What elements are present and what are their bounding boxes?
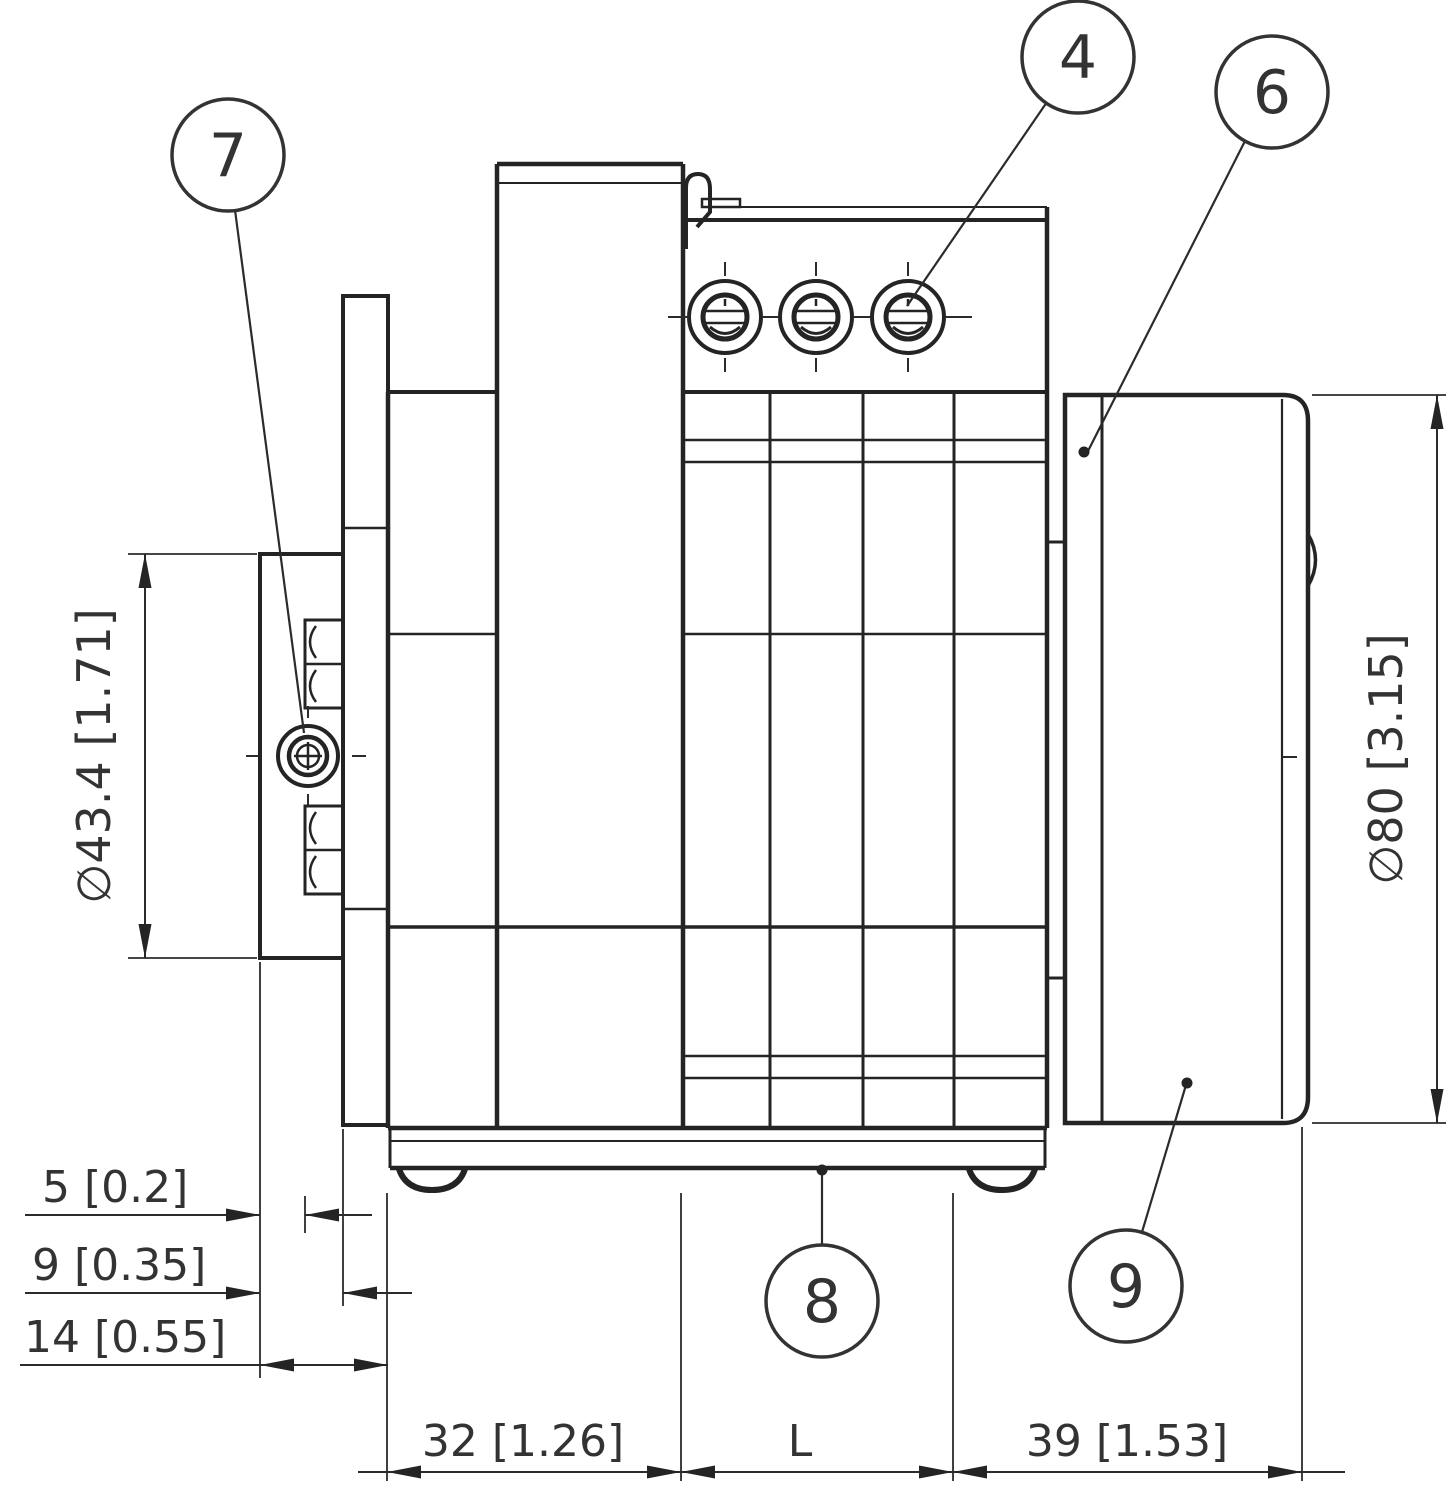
rubber-foot-left	[396, 1167, 468, 1194]
balloon-7: 7	[170, 97, 286, 213]
rear-hub	[1047, 540, 1065, 980]
base-plate	[388, 1128, 1047, 1194]
balloon-4: 4	[1020, 0, 1136, 115]
terminal-screw-3	[870, 262, 946, 372]
housing-diameter-label: ∅80 [3.15]	[1359, 633, 1413, 885]
leader-6	[1085, 140, 1246, 456]
balloon-9-label: 9	[1107, 1252, 1145, 1322]
balloon-6: 6	[1214, 34, 1330, 150]
housing-clip-bump	[1306, 533, 1318, 587]
extension-lines-left	[259, 962, 388, 1481]
length-front-label: 32 [1.26]	[422, 1416, 624, 1467]
corner-clip	[684, 171, 712, 249]
shaft-collar	[246, 552, 366, 960]
balloon-8-label: 8	[803, 1267, 841, 1337]
dimension-offset-9: 9 [0.35]	[25, 1240, 412, 1300]
dimension-offset-5: 5 [0.2]	[25, 1162, 372, 1222]
terminal-screw-2	[778, 262, 854, 372]
hex-nuts-upper	[303, 618, 345, 710]
dimension-offset-14: 14 [0.55]	[20, 1312, 388, 1372]
balloon-6-label: 6	[1253, 58, 1291, 128]
rear-housing	[1062, 392, 1318, 1126]
dimension-housing-diameter: ∅80 [3.15]	[1312, 394, 1446, 1124]
leader-9	[1140, 1084, 1188, 1233]
terminal-screws	[668, 262, 972, 372]
balloon-9: 9	[1068, 1228, 1184, 1344]
balloon-7-label: 7	[209, 121, 247, 191]
offset-9-label: 9 [0.35]	[32, 1240, 206, 1291]
balloon-8: 8	[764, 1243, 880, 1359]
shaft-diameter-label: ∅43.4 [1.71]	[67, 608, 121, 903]
output-flange	[341, 294, 390, 1127]
clamp-screw	[246, 706, 366, 806]
hex-nuts-lower	[303, 804, 345, 896]
leader-7	[233, 209, 306, 734]
leader-4	[906, 101, 1048, 307]
dimension-lengths: 32 [1.26] L 39 [1.53]	[358, 1127, 1345, 1481]
length-rear-label: 39 [1.53]	[1026, 1416, 1228, 1467]
dimension-shaft-diameter: ∅43.4 [1.71]	[67, 553, 257, 959]
rubber-foot-right	[966, 1167, 1038, 1194]
offset-14-label: 14 [0.55]	[24, 1312, 226, 1363]
motor-body-outline	[385, 161, 1050, 1131]
cable-tab	[700, 197, 742, 209]
length-mid-label: L	[788, 1416, 813, 1467]
balloon-4-label: 4	[1059, 23, 1097, 93]
terminal-screw-1	[687, 262, 763, 372]
offset-5-label: 5 [0.2]	[42, 1162, 188, 1213]
terminal-box	[683, 171, 1047, 249]
leader-lines	[233, 101, 1246, 1245]
